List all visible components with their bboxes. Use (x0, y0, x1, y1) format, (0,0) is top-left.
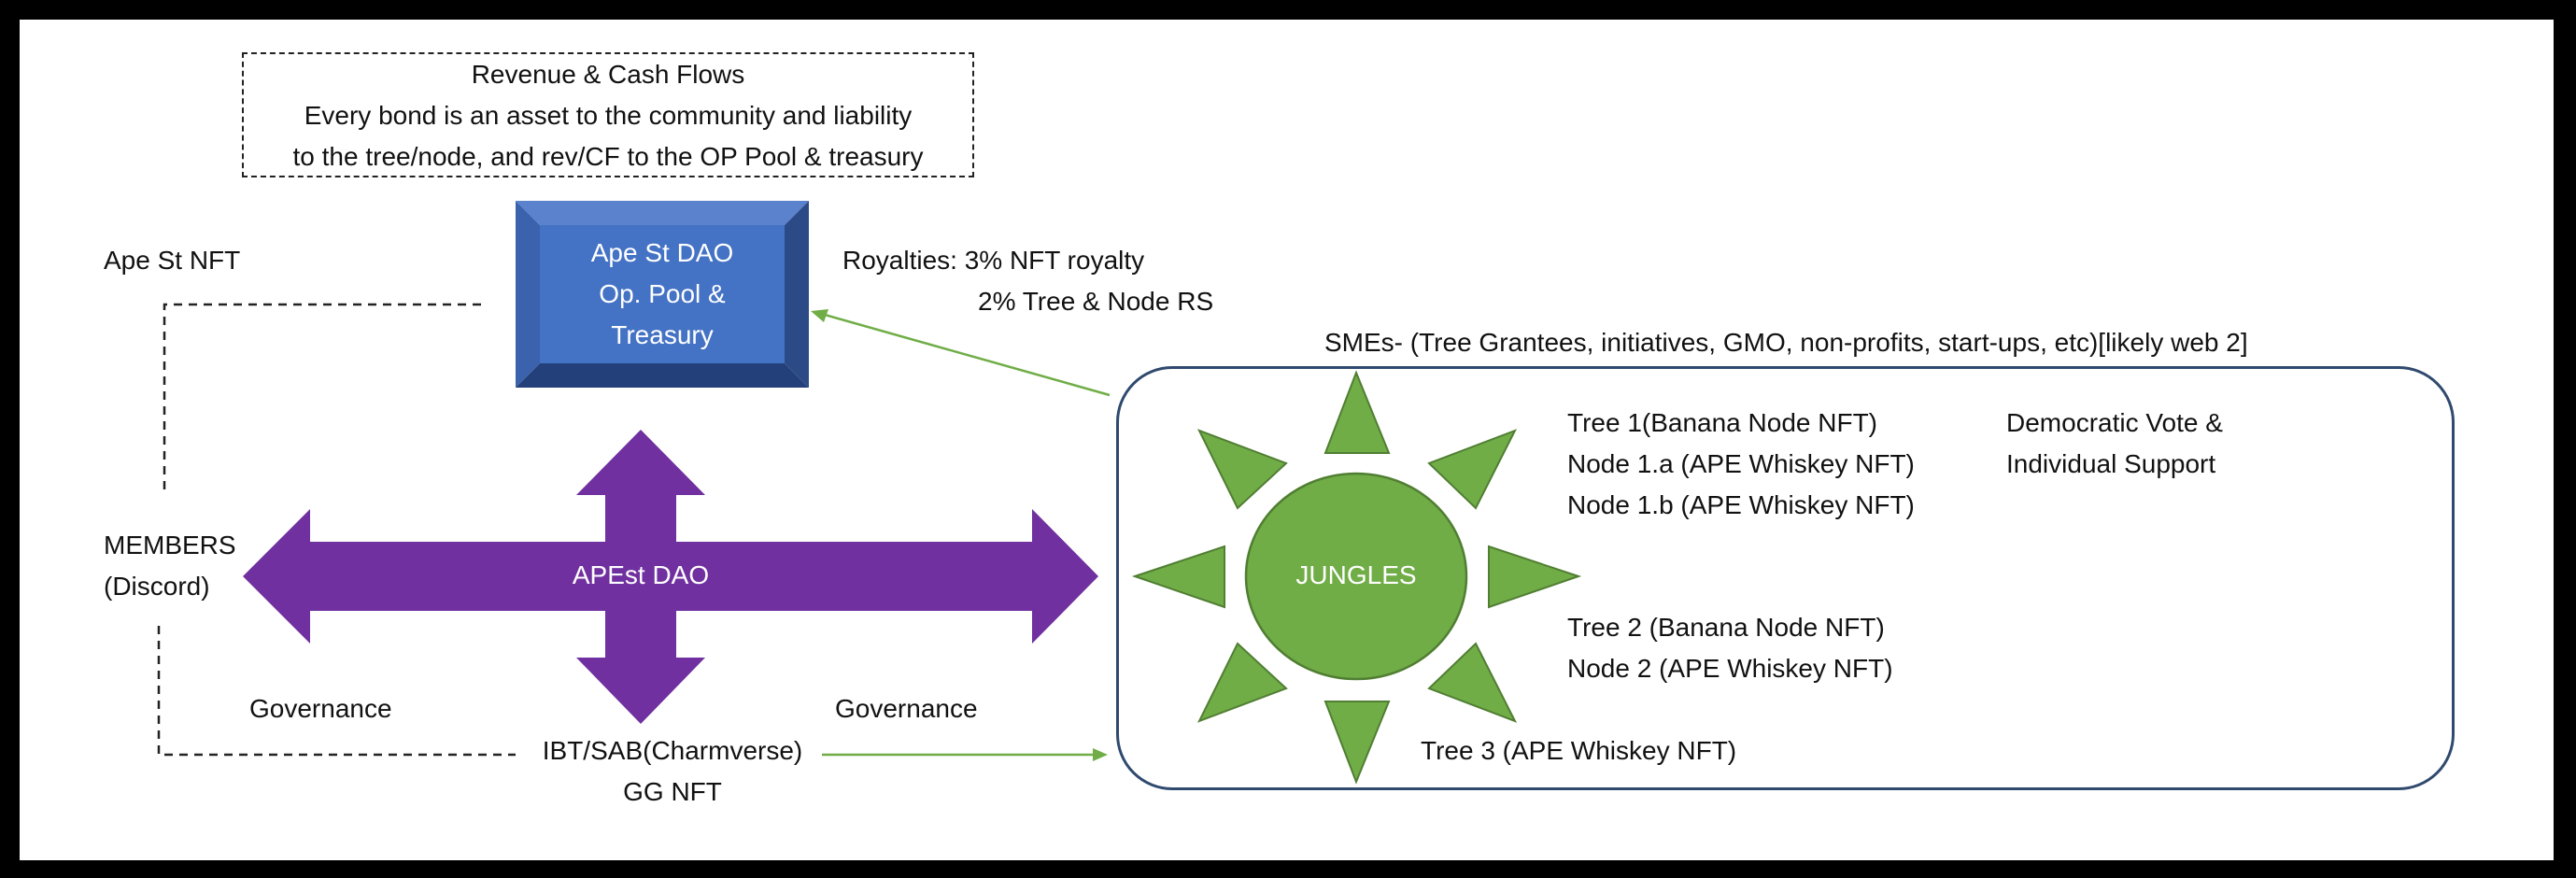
sun-ray-bottom-right (1427, 642, 1518, 723)
gg-nft-label: GG NFT (623, 777, 722, 806)
treasury-line-3: Treasury (611, 320, 714, 349)
treasury-face: Ape St DAO Op. Pool & Treasury (540, 225, 785, 363)
node-2-label: Node 2 (APE Whiskey NFT) (1567, 654, 1893, 683)
tree-1-label: Tree 1(Banana Node NFT) (1567, 408, 1877, 437)
smes-label: SMEs- (Tree Grantees, initiatives, GMO, … (1324, 328, 2248, 357)
revenue-cashflow-box: Revenue & Cash Flows Every bond is an as… (242, 52, 974, 177)
treasury-bevel (516, 201, 809, 388)
ape-st-nft-label: Ape St NFT (104, 246, 241, 275)
node-1b-label: Node 1.b (APE Whiskey NFT) (1567, 490, 1915, 519)
governance-right-label: Governance (835, 694, 978, 723)
revenue-line-2: to the tree/node, and rev/CF to the OP P… (292, 142, 924, 171)
jungle-frame (1116, 366, 2455, 790)
members-line-1: MEMBERS (104, 531, 236, 559)
sun-ray-top-right (1427, 429, 1518, 510)
connector-royalties-arrowhead (811, 309, 828, 322)
sun-ray-bottom (1323, 701, 1391, 785)
royalties-line-2: 2% Tree & Node RS (978, 287, 1214, 316)
sun-rays (1131, 370, 1582, 785)
sun-ray-left (1131, 545, 1225, 609)
treasury-line-1: Ape St DAO (590, 238, 734, 267)
jungles-label: JUNGLES (1295, 560, 1417, 589)
revenue-title: Revenue & Cash Flows (471, 60, 745, 89)
sun-ray-bottom-left (1196, 642, 1288, 723)
sun-ray-top (1323, 370, 1391, 454)
revenue-line-1: Every bond is an asset to the community … (304, 101, 913, 130)
dashed-connector-top (163, 303, 481, 495)
sun-ray-top-left (1196, 429, 1288, 510)
treasury-line-2: Op. Pool & (599, 279, 726, 308)
members-line-2: (Discord) (104, 572, 210, 601)
tree-3-label: Tree 3 (APE Whiskey NFT) (1421, 736, 1737, 765)
treasury-box: Ape St DAO Op. Pool & Treasury (516, 201, 809, 388)
diagram-canvas (20, 20, 2554, 860)
connector-governance-arrowhead (1093, 748, 1108, 761)
four-way-arrow (243, 430, 1098, 724)
apest-dao-label: APEst DAO (572, 560, 710, 589)
democratic-line-1: Democratic Vote & (2006, 408, 2223, 437)
ibt-sab-label: IBT/SAB(Charmverse) (542, 736, 803, 765)
sun-center (1244, 472, 1468, 681)
connector-royalties (817, 311, 1111, 397)
node-1a-label: Node 1.a (APE Whiskey NFT) (1567, 449, 1915, 478)
democratic-line-2: Individual Support (2006, 449, 2216, 478)
dashed-connector-bottom (157, 626, 516, 757)
sun-ray-right (1488, 545, 1582, 609)
royalties-line-1: Royalties: 3% NFT royalty (842, 246, 1145, 275)
tree-2-label: Tree 2 (Banana Node NFT) (1567, 613, 1885, 642)
governance-left-label: Governance (249, 694, 392, 723)
